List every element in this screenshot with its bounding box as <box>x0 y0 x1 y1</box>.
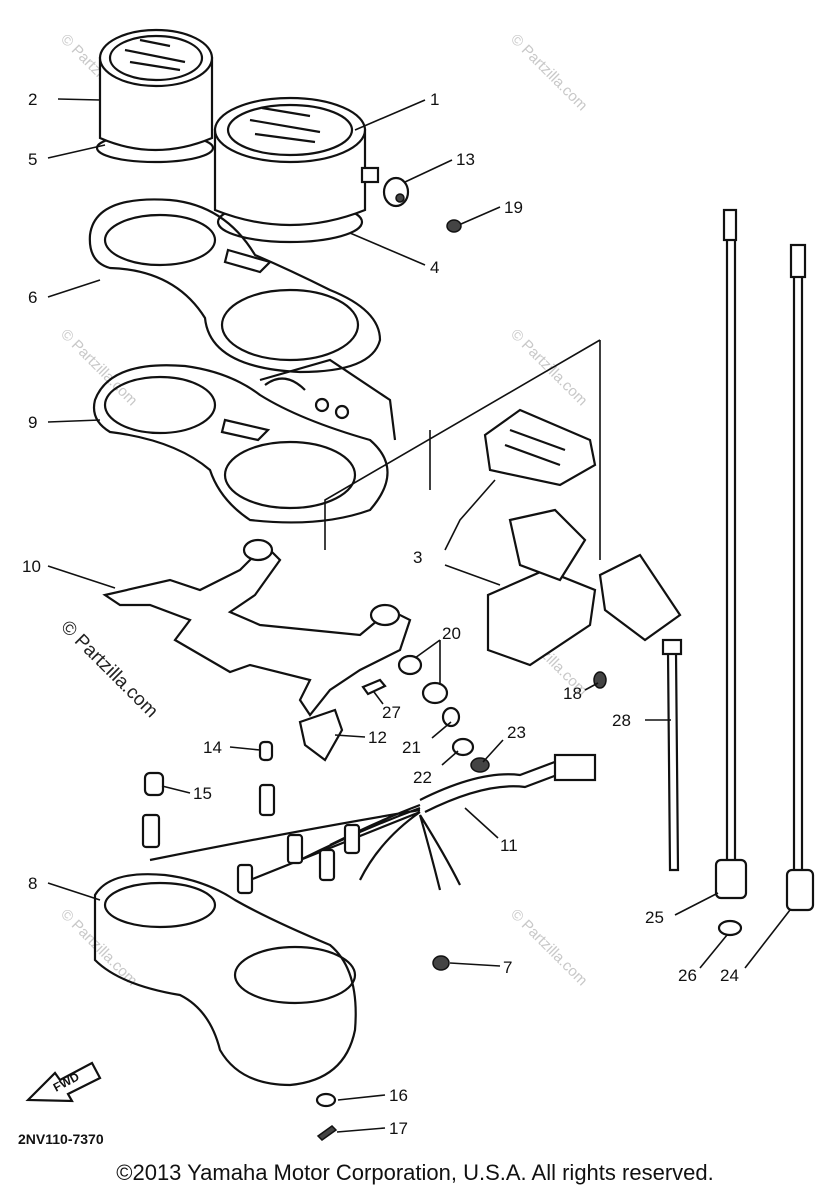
part-7-screw <box>432 955 450 971</box>
watermark: © Partzilla.com <box>507 906 590 989</box>
callout-16: 16 <box>389 1086 408 1105</box>
callout-14: 14 <box>203 738 222 757</box>
callout-22: 22 <box>413 768 432 787</box>
callout-21: 21 <box>402 738 421 757</box>
callout-23: 23 <box>507 723 526 742</box>
watermark: © Partzilla.com <box>57 906 140 989</box>
callout-24: 24 <box>720 966 739 985</box>
callout-4: 4 <box>430 258 439 277</box>
callout-18: 18 <box>563 684 582 703</box>
callout-27: 27 <box>382 703 401 722</box>
reference-code: 2NV110-7370 <box>18 1131 104 1147</box>
callout-6: 6 <box>28 288 37 307</box>
watermark: © Partzilla.com <box>57 326 140 409</box>
part-3-indicator-assembly <box>483 408 682 667</box>
assembly-outline <box>324 339 601 560</box>
part-12-holder <box>298 708 344 762</box>
part-27-pin <box>361 678 387 696</box>
part-13-fitting <box>382 176 410 208</box>
callout-17: 17 <box>389 1119 408 1138</box>
watermark-side: © Partzilla.com <box>56 617 161 722</box>
part-meter-left <box>95 28 215 164</box>
watermark: © Partzilla.com <box>507 31 590 114</box>
fwd-arrow: FWD <box>25 1061 102 1103</box>
callout-10: 10 <box>22 557 41 576</box>
part-24-cable <box>785 243 815 912</box>
callout-2: 2 <box>28 90 37 109</box>
part-15-bulb <box>143 771 165 797</box>
part-28-strap <box>661 638 683 872</box>
callout-13: 13 <box>456 150 475 169</box>
callout-12: 12 <box>368 728 387 747</box>
part-meter-right <box>213 96 380 244</box>
part-25-cable <box>714 208 748 900</box>
callout-25: 25 <box>645 908 664 927</box>
part-8-cover <box>93 873 357 1087</box>
callout-8: 8 <box>28 874 37 893</box>
part-17-screw <box>316 1125 338 1141</box>
part-9-case <box>92 358 397 524</box>
part-16-washer <box>315 1092 337 1108</box>
part-19-screw <box>446 219 462 233</box>
callout-15: 15 <box>193 784 212 803</box>
part-18-screw <box>593 671 607 689</box>
leader-lines <box>47 98 791 1133</box>
callout-5: 5 <box>28 150 37 169</box>
part-20-grommets <box>397 654 449 705</box>
callout-1: 1 <box>430 90 439 109</box>
watermark: © Partzilla.com <box>507 326 590 409</box>
copyright-notice: ©2013 Yamaha Motor Corporation, U.S.A. A… <box>116 1160 714 1185</box>
part-23-nut <box>470 757 490 773</box>
part-11-wire-harness <box>141 753 597 895</box>
callout-28: 28 <box>612 711 631 730</box>
callout-7: 7 <box>503 958 512 977</box>
callout-3: 3 <box>413 548 422 567</box>
callout-19: 19 <box>504 198 523 217</box>
callout-11: 11 <box>500 836 518 855</box>
part-26-ring <box>717 919 743 937</box>
part-14-bulb <box>258 740 274 762</box>
part-10-bracket <box>102 538 412 717</box>
part-21-collar <box>441 706 461 728</box>
callout-9: 9 <box>28 413 37 432</box>
callout-26: 26 <box>678 966 697 985</box>
callout-labels: 1 2 3 4 5 6 7 8 9 10 11 12 13 14 15 16 1… <box>22 90 739 1138</box>
part-6-bracket <box>88 198 382 374</box>
callout-20: 20 <box>442 624 461 643</box>
